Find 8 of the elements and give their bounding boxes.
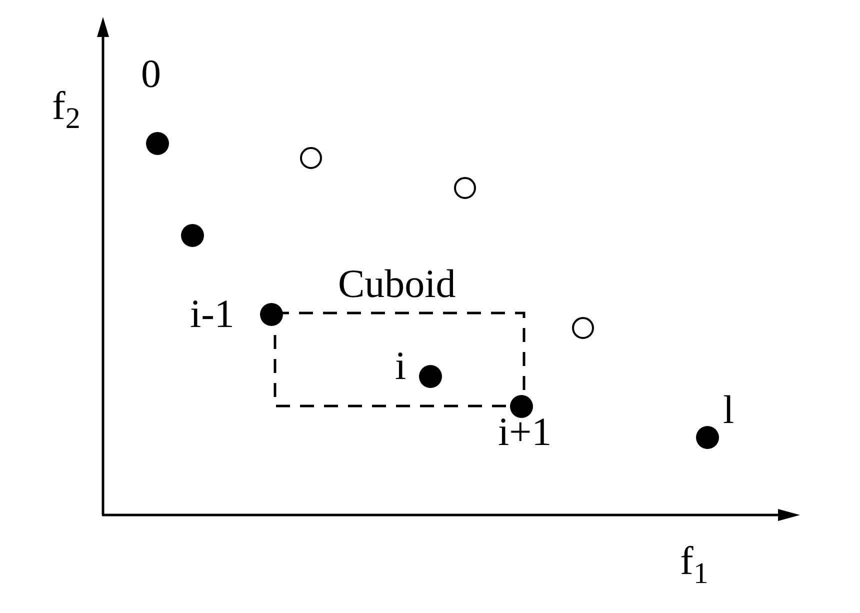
point-label: i-1 — [190, 294, 234, 334]
axis-label: f$_{2}$ — [52, 86, 80, 126]
point-label: i — [395, 346, 406, 386]
axis-label: f$_{1}$ — [680, 541, 708, 581]
point-label: l — [723, 390, 734, 430]
cuboid-heading: Cuboid — [338, 264, 456, 304]
point-label: i+1 — [498, 412, 552, 452]
point-label: 0 — [141, 54, 161, 94]
